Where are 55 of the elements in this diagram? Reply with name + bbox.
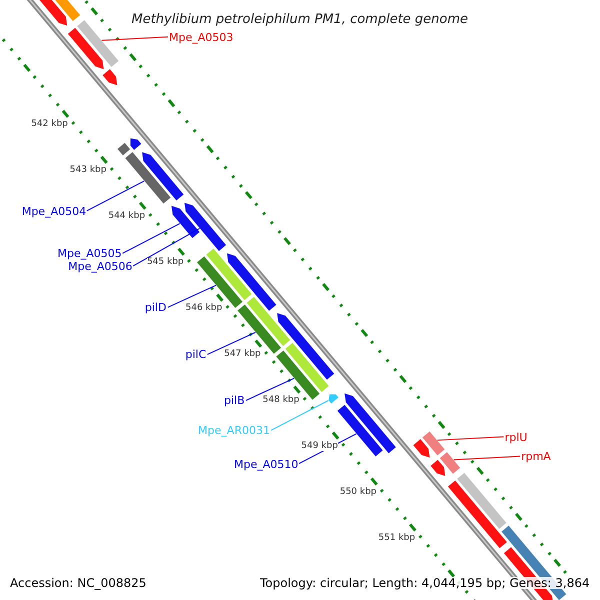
- gene-feature: [124, 151, 172, 204]
- leader-line: [132, 228, 200, 266]
- leader-line: [122, 223, 180, 254]
- gene-feature: [412, 438, 430, 458]
- gene-feature: [226, 252, 278, 312]
- gene-feature: [102, 68, 118, 86]
- gene-feature: [170, 204, 200, 239]
- accession-text: Accession: NC_008825: [10, 577, 146, 589]
- gene-feature: [344, 392, 397, 454]
- gene-feature: [336, 404, 384, 458]
- gene-label: Mpe_A0504: [22, 206, 86, 217]
- gene-label: Mpe_A0510: [234, 458, 298, 470]
- gene-feature: [67, 26, 104, 70]
- genome-stats-text: Topology: circular; Length: 4,044,195 bp; Genes: 3,864: [260, 577, 590, 589]
- scale-label: 543 kbp: [70, 166, 106, 176]
- scale-label: 544 kbp: [108, 212, 146, 222]
- gene-feature: [422, 430, 446, 456]
- gene-feature: [438, 451, 461, 475]
- leader-line: [86, 180, 145, 212]
- scale-label: 551 kbp: [378, 534, 416, 544]
- scale-label: 547 kbp: [224, 350, 261, 360]
- gene-feature: [430, 458, 446, 477]
- leader-line: [245, 378, 295, 401]
- scale-label: 549 kbp: [301, 442, 338, 452]
- leader-line: [206, 332, 256, 355]
- gene-label: Mpe_AR0031: [198, 425, 270, 436]
- gene-label: pilC: [185, 349, 206, 360]
- gene-label: Mpe_A0506: [68, 260, 132, 272]
- map-title: Methylibium petroleiphilum PM1, complete genome: [132, 13, 468, 26]
- gene-label: rpmA: [521, 451, 551, 462]
- gene-feature: [246, 296, 292, 347]
- gene-feature: [116, 142, 131, 156]
- gene-label: pilB: [224, 395, 245, 406]
- leader-line: [436, 436, 504, 441]
- leader-line: [453, 456, 521, 460]
- gene-feature: [276, 312, 336, 381]
- gene-label: Mpe_A0505: [58, 248, 122, 260]
- gene-label: Mpe_A0503: [169, 32, 234, 43]
- gene-feature: [328, 393, 340, 404]
- gene-label: pilD: [144, 302, 166, 314]
- scale-label: 542 kbp: [31, 120, 68, 130]
- scale-label: 550 kbp: [340, 488, 377, 498]
- gene-feature: [205, 248, 253, 301]
- gene-feature: [456, 472, 508, 530]
- leader-line: [167, 284, 216, 308]
- gene-feature: [76, 19, 120, 68]
- gene-feature: [141, 151, 185, 202]
- scale-label: 545 kbp: [146, 258, 184, 268]
- scale-label: 548 kbp: [262, 396, 300, 406]
- scale-label: 546 kbp: [186, 304, 222, 314]
- gene-feature: [284, 342, 330, 393]
- leader-line: [270, 400, 329, 431]
- gene-feature: [447, 480, 508, 550]
- gene-feature: [130, 138, 142, 151]
- gene-label: rplU: [504, 432, 528, 443]
